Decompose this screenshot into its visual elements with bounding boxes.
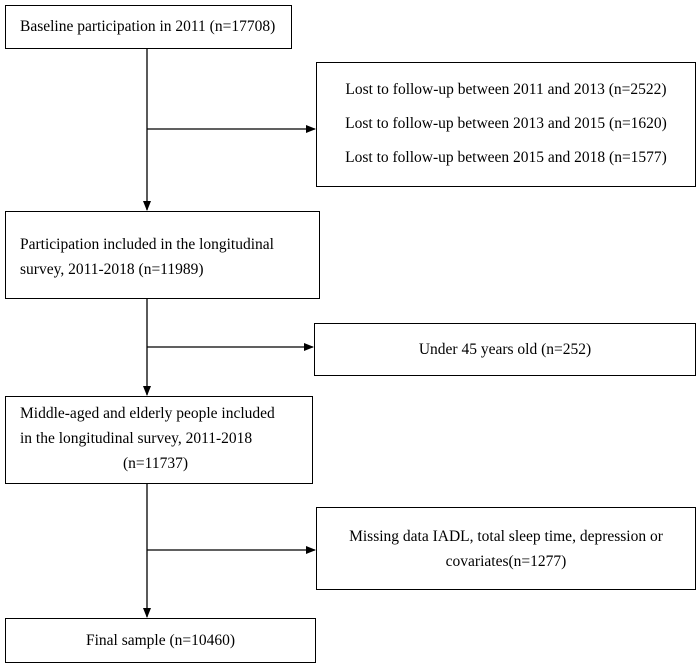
lost-followup-2015-2018: Lost to follow-up between 2015 and 2018 … [345, 149, 667, 166]
final-sample-box: Final sample (n=10460) [5, 618, 316, 663]
middle-aged-line-3: (n=11737) [123, 455, 188, 472]
middle-aged-line-1: Middle-aged and elderly people included [20, 405, 275, 422]
baseline-box: Baseline participation in 2011 (n=17708) [5, 5, 292, 49]
lost-followup-2011-2013: Lost to follow-up between 2011 and 2013 … [345, 81, 667, 98]
missing-data-line-1: Missing data IADL, total sleep time, dep… [349, 528, 663, 545]
missing-data-line-2: covariates(n=1277) [445, 553, 567, 570]
under45-label: Under 45 years old (n=252) [418, 341, 592, 358]
middle-aged-line-2: in the longitudinal survey, 2011-2018 [20, 430, 253, 447]
lost-followup-2013-2015: Lost to follow-up between 2013 and 2015 … [345, 115, 667, 132]
under45-box: Under 45 years old (n=252) [314, 323, 696, 376]
lost-followup-box: Lost to follow-up between 2011 and 2013 … [316, 62, 696, 187]
middle-aged-box: Middle-aged and elderly people included … [5, 396, 313, 484]
final-sample-label: Final sample (n=10460) [85, 632, 236, 649]
missing-data-box: Missing data IADL, total sleep time, dep… [316, 507, 696, 590]
participation-line-2: survey, 2011-2018 (n=11989) [20, 261, 204, 278]
participation-box: Participation included in the longitudin… [5, 211, 320, 299]
participation-line-1: Participation included in the longitudin… [20, 236, 274, 253]
baseline-label: Baseline participation in 2011 (n=17708) [20, 18, 276, 35]
